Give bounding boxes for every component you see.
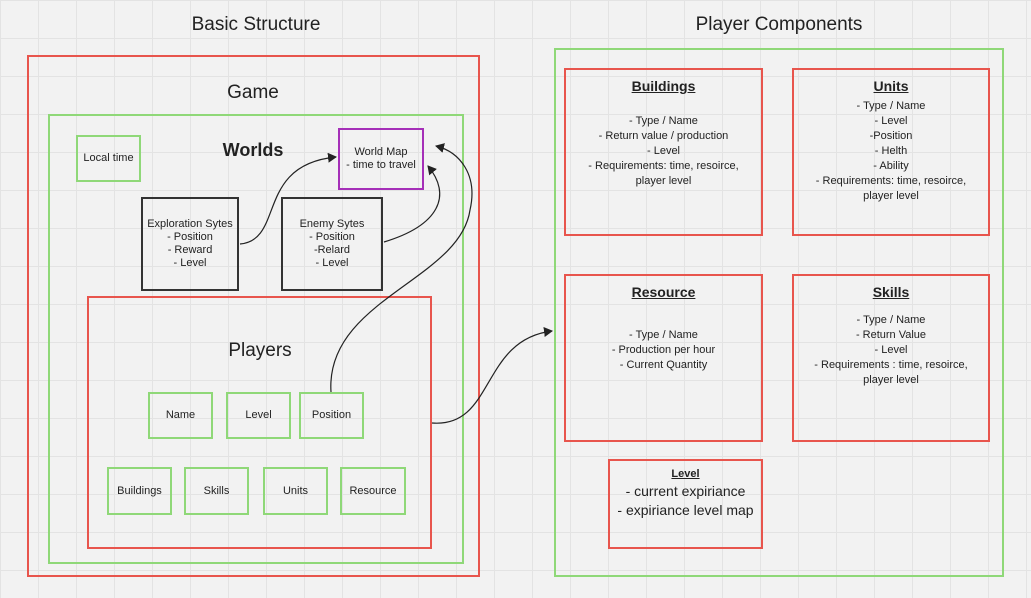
skills-card-line: - Type / Name [856, 314, 926, 326]
local-time-label: Local time [83, 152, 134, 164]
player-level-box: Level [226, 392, 291, 439]
skills-card-line: player level [863, 374, 919, 386]
world-map-box: World Map - time to travel [338, 128, 424, 190]
world-map-line: - time to travel [346, 159, 416, 171]
resource-card: Resource - Type / Name - Production per … [564, 274, 763, 442]
player-resource-box: Resource [340, 467, 406, 515]
units-card-line: - Helth [874, 145, 908, 157]
player-components-container [554, 48, 1004, 577]
enemy-line: - Position [309, 231, 355, 243]
buildings-card: Buildings - Type / Name - Return value /… [564, 68, 763, 236]
player-field-label: Units [282, 484, 309, 497]
enemy-line: - Level [315, 257, 349, 269]
local-time-box: Local time [76, 135, 141, 182]
resource-card-line: - Type / Name [629, 329, 698, 341]
exploration-sites-box: Exploration Sytes - Position - Reward - … [141, 197, 239, 291]
player-field-label: Level [245, 409, 272, 421]
enemy-line: -Relard [313, 244, 351, 256]
units-card: Units - Type / Name - Level -Position - … [792, 68, 990, 236]
buildings-card-line: - Return value / production [598, 130, 729, 142]
enemy-line: Enemy Sytes [299, 218, 365, 230]
worlds-label: Worlds [222, 140, 284, 160]
resource-card-title: Resource [631, 284, 696, 300]
skills-card-title: Skills [872, 284, 910, 300]
units-card-line: - Level [874, 115, 908, 127]
world-map-line: World Map [354, 146, 408, 158]
exploration-line: Exploration Sytes [147, 218, 233, 230]
enemy-sites-box: Enemy Sytes - Position -Relard - Level [281, 197, 383, 291]
player-units-box: Units [263, 467, 328, 515]
buildings-card-line: player level [635, 175, 692, 187]
player-field-label: Skills [203, 484, 230, 497]
resource-card-line: - Production per hour [611, 344, 716, 356]
skills-card: Skills - Type / Name - Return Value - Le… [792, 274, 990, 442]
level-card-title: Level [671, 468, 700, 480]
players-label: Players [228, 340, 292, 361]
buildings-card-line: - Type / Name [629, 115, 698, 127]
exploration-line: - Position [167, 231, 213, 243]
level-card-line: - current expiriance [625, 483, 746, 499]
player-skills-box: Skills [184, 467, 249, 515]
buildings-card-line: - Requirements: time, resoirce, [588, 160, 739, 172]
level-card: Level - current expiriance - expiriance … [608, 459, 763, 549]
level-card-line: - expiriance level map [617, 502, 754, 518]
player-name-box: Name [148, 392, 213, 439]
units-card-line: - Type / Name [856, 100, 926, 112]
game-container [27, 55, 480, 577]
buildings-card-line: - Level [646, 145, 681, 157]
skills-card-line: - Return Value [855, 329, 927, 341]
player-field-label: Resource [349, 484, 397, 497]
units-card-line: - Requirements: time, resoirce, [815, 175, 967, 187]
exploration-line: - Reward [167, 244, 213, 256]
game-label: Game [227, 82, 279, 103]
buildings-card-title: Buildings [631, 78, 696, 94]
exploration-line: - Level [173, 257, 207, 269]
skills-card-line: - Requirements : time, resoirce, [814, 359, 968, 371]
skills-card-line: - Level [874, 344, 908, 356]
units-card-line: - Ability [873, 160, 909, 172]
player-field-label: Name [165, 409, 196, 421]
units-card-title: Units [873, 78, 909, 94]
player-field-label: Position [311, 409, 352, 421]
player-buildings-box: Buildings [107, 467, 172, 515]
units-card-line: player level [863, 190, 919, 202]
basic-structure-heading: Basic Structure [191, 14, 321, 35]
units-card-line: -Position [869, 130, 913, 142]
resource-card-line: - Current Quantity [619, 359, 708, 371]
players-container [87, 296, 432, 549]
player-field-label: Buildings [117, 484, 162, 497]
player-components-heading: Player Components [695, 14, 863, 35]
player-position-box: Position [299, 392, 364, 439]
